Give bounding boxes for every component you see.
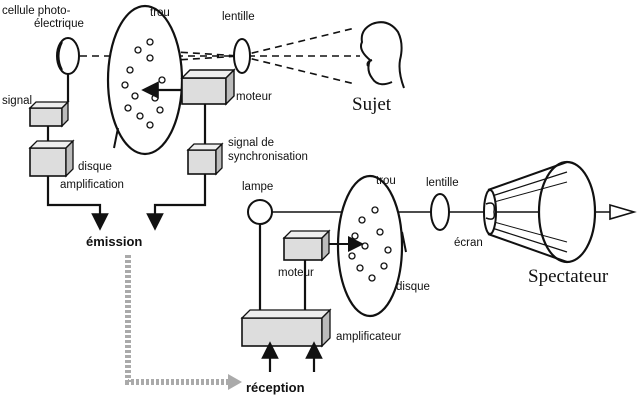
viewing-cone <box>483 160 597 264</box>
label-amplificateur: amplificateur <box>336 331 401 343</box>
motor-top <box>141 68 236 106</box>
transmission-path <box>125 255 228 385</box>
label-moteur-top: moteur <box>236 91 272 103</box>
label-cellule-line1: cellule photo- <box>2 5 71 17</box>
label-sujet: Sujet <box>352 94 392 115</box>
amplificateur-box <box>240 308 332 348</box>
label-disque-bottom: disque <box>396 281 430 293</box>
label-moteur-bottom: moteur <box>278 267 314 279</box>
label-trou-bottom: trou <box>376 175 396 187</box>
wires-bottom <box>258 224 323 372</box>
label-lentille-top: lentille <box>222 11 255 23</box>
label-sync-line2: synchronisation <box>228 151 308 163</box>
viewer-eye-arrow <box>609 203 637 221</box>
lens-top <box>233 38 251 74</box>
label-sync-line1: signal de <box>228 137 274 149</box>
scanning-disk-top <box>106 4 184 156</box>
transmission-arrow <box>228 374 242 390</box>
label-disque-top: disque <box>78 161 112 173</box>
lens-bottom <box>430 193 450 231</box>
label-reception: réception <box>246 380 305 395</box>
label-ecran: écran <box>454 237 483 249</box>
scanning-disk-bottom <box>336 174 407 318</box>
subject-head-icon <box>360 21 405 89</box>
label-amplification: amplification <box>60 179 124 191</box>
sync-box <box>186 142 224 176</box>
lamp <box>247 199 273 225</box>
label-spectateur: Spectateur <box>528 266 609 287</box>
label-lentille-bottom: lentille <box>426 177 459 189</box>
motor-bottom <box>282 229 364 262</box>
label-signal: signal <box>2 95 32 107</box>
signal-box <box>28 100 70 128</box>
wires-top <box>46 74 207 231</box>
label-lampe: lampe <box>242 181 273 193</box>
photo-cell <box>56 37 80 75</box>
label-cellule-line2: électrique <box>34 18 84 30</box>
amplification-box <box>28 139 75 178</box>
label-emission: émission <box>86 234 142 249</box>
label-trou-top: trou <box>150 7 170 19</box>
